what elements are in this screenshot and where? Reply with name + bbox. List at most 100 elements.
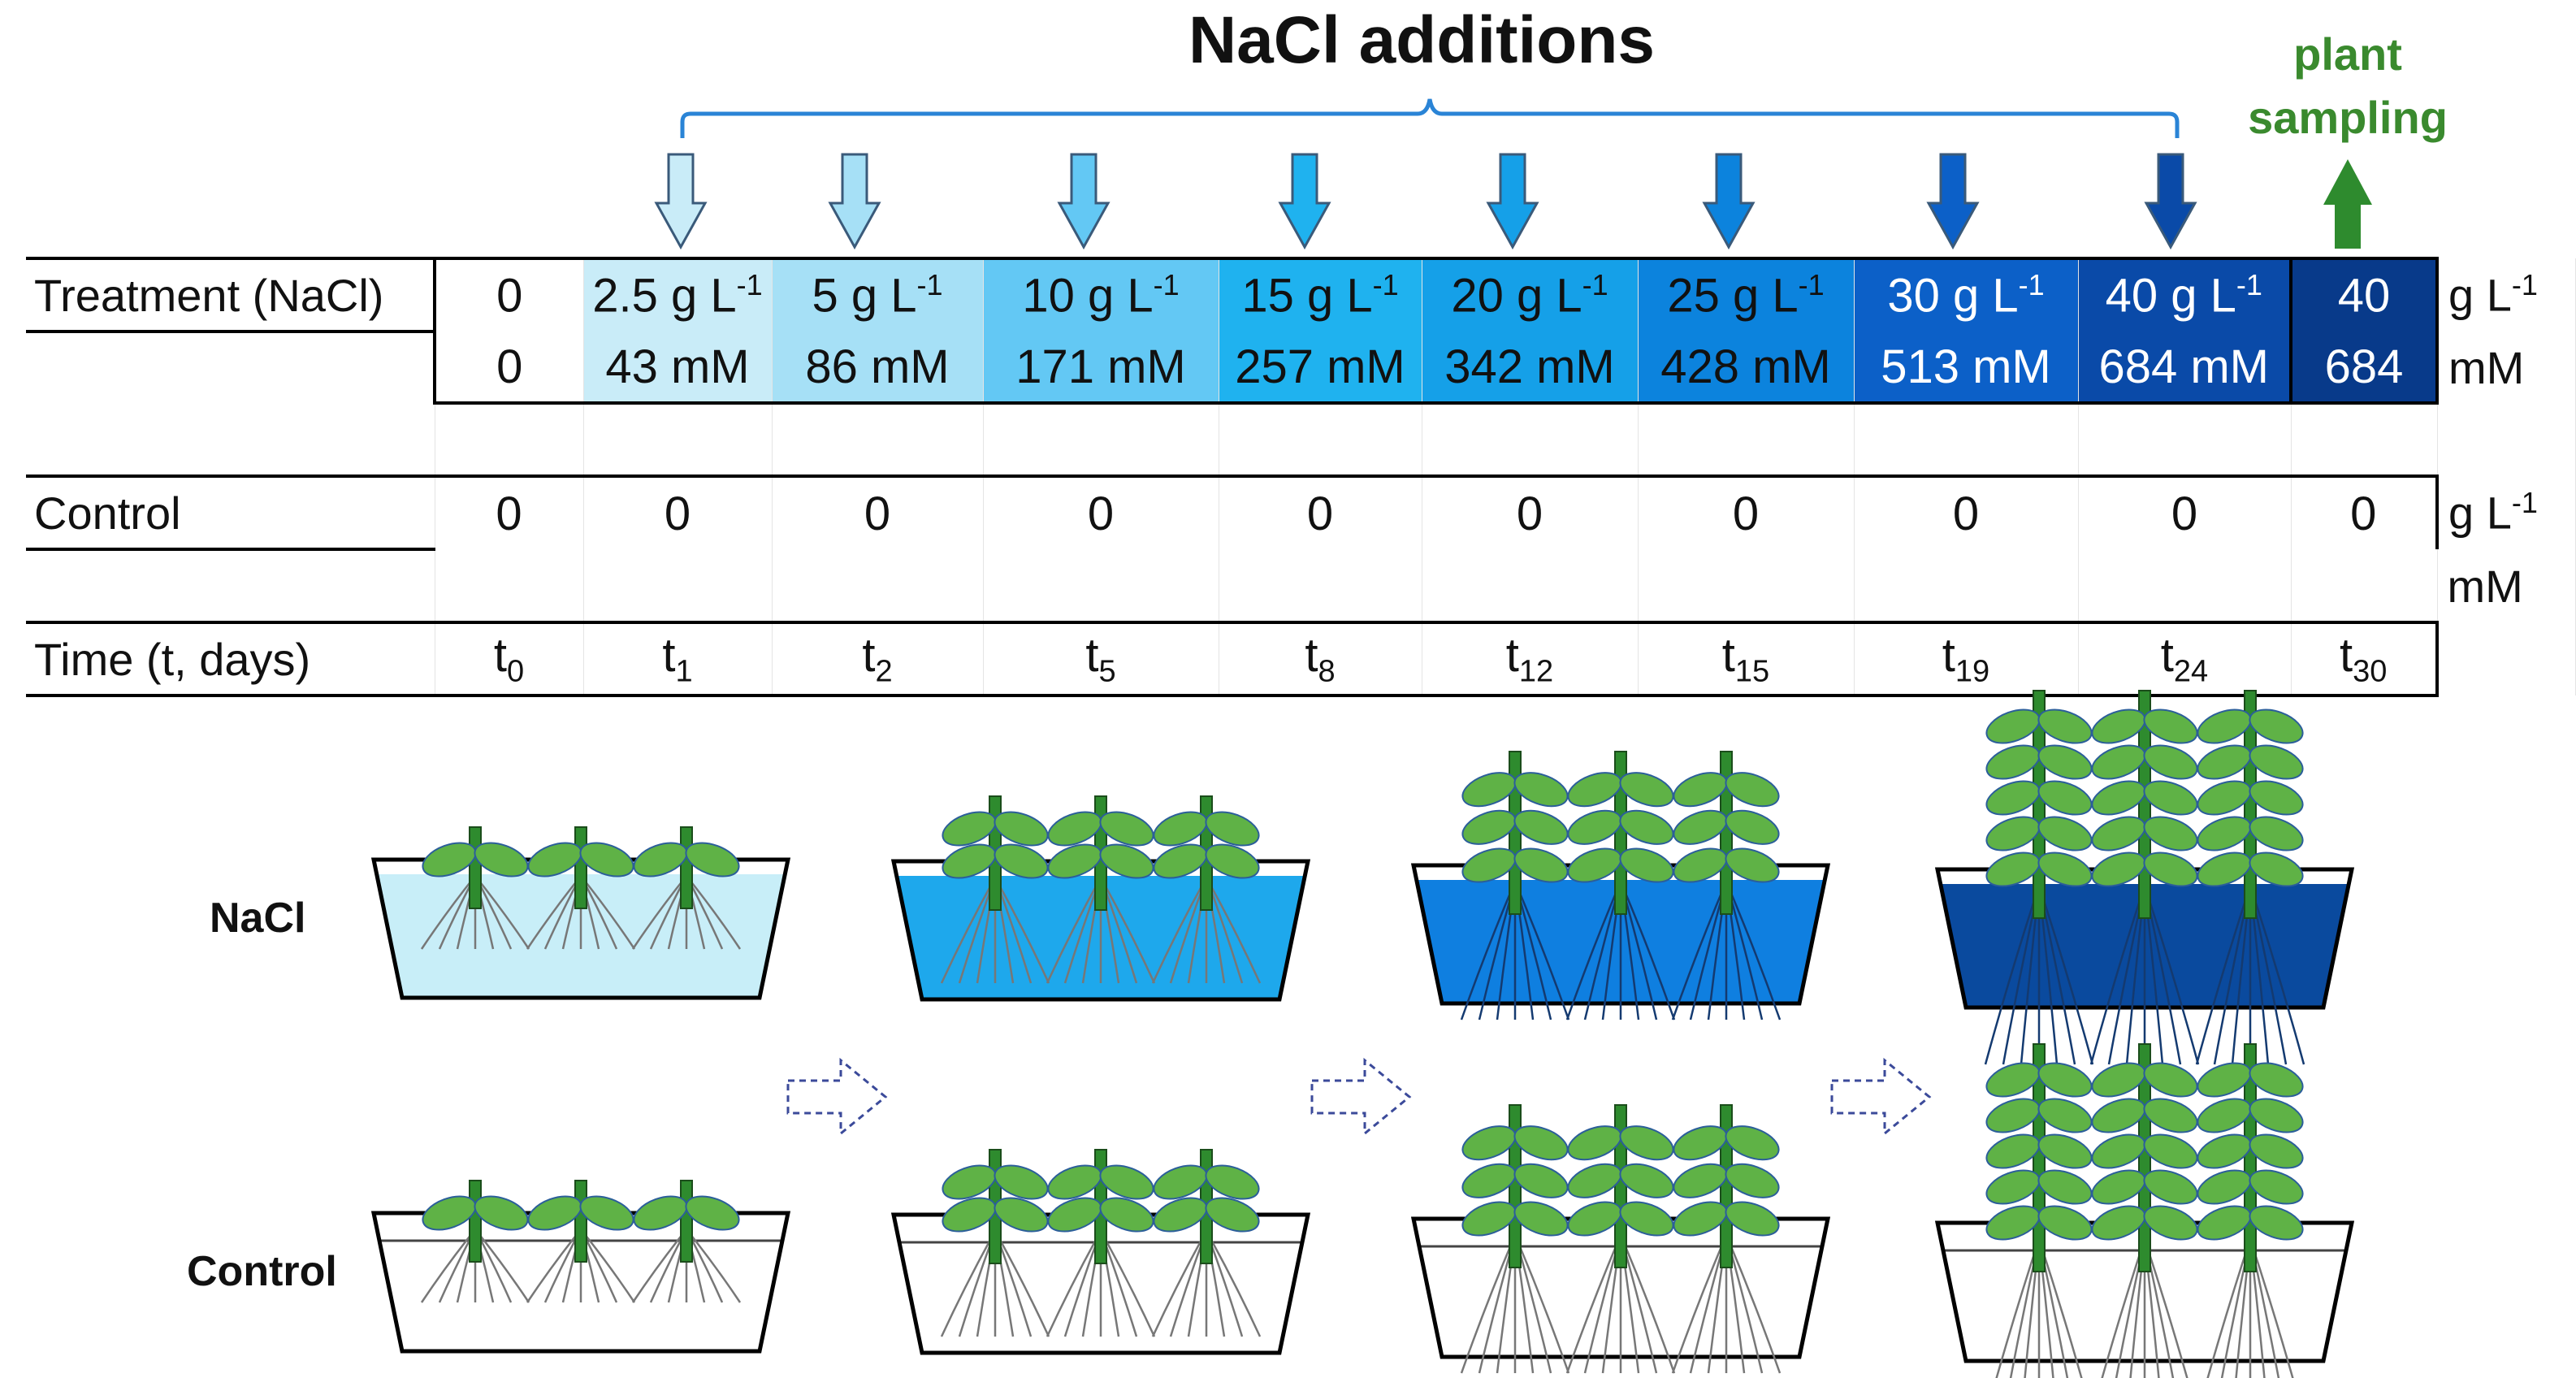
treatment-mm-cell: 171 mM: [983, 332, 1219, 405]
control-cell: 0: [983, 474, 1219, 549]
plant-icon: [940, 795, 1050, 984]
treatment-gl-cell: 2.5 g L-1: [583, 257, 773, 332]
addition-arrow-icon: [654, 153, 708, 250]
empty-unit: [2437, 622, 2576, 696]
addition-arrow-icon: [1278, 153, 1331, 250]
plant-icon: [420, 1180, 530, 1303]
control-tray: [1410, 1104, 1831, 1374]
plant-icon: [631, 826, 742, 950]
nacl-tray: [1410, 751, 1831, 1020]
control-tray: [1934, 1043, 2355, 1378]
control-cell: 0: [1422, 474, 1639, 549]
empty-label: [26, 548, 435, 622]
addition-arrow-icon: [2144, 153, 2197, 250]
plant-icon: [1046, 1149, 1156, 1337]
time-cell: t8: [1219, 621, 1422, 697]
control-cell: 0: [1638, 474, 1855, 549]
plant-icon: [1984, 690, 2094, 1065]
treatment-mm-cell: 428 mM: [1638, 332, 1855, 405]
time-cell: t30: [2291, 621, 2439, 697]
plant-icon: [1151, 795, 1262, 984]
plant-icon: [2197, 1043, 2304, 1378]
plant-icon: [2195, 690, 2305, 1065]
treatment-mm-cell: 86 mM: [772, 332, 984, 405]
treatment-mm-cell: 513 mM: [1854, 332, 2079, 405]
treatment-mm-cell: 43 mM: [583, 332, 773, 405]
treatment-gl-row: Treatment (NaCl) 0 2.5 g L-1 5 g L-1 10 …: [26, 257, 2576, 333]
time-cell: t19: [1854, 621, 2079, 697]
treatment-mm-cell: 342 mM: [1422, 332, 1639, 405]
plant-icon: [1460, 751, 1570, 1020]
plant-icon: [1460, 1104, 1570, 1374]
plant-icon: [1671, 1104, 1782, 1374]
treatment-mm-row: 0 43 mM 86 mM 171 mM 257 mM 342 mM 428 m…: [26, 332, 2576, 405]
nacl-addition-arrows: [654, 98, 2372, 250]
time-cell: t5: [983, 621, 1219, 697]
empty-label: [26, 332, 435, 403]
time-row: Time (t, days) t0 t1 t2 t5 t8 t12 t15 t1…: [26, 621, 2576, 697]
control-cell: 0: [2078, 474, 2292, 549]
plant-icon: [526, 1180, 636, 1303]
control-mm-row: mM: [26, 548, 2576, 622]
treatment-mm-cell: 257 mM: [1219, 332, 1422, 405]
time-cell: t0: [435, 621, 584, 697]
plant-icon: [1046, 795, 1156, 984]
plant-icon: [420, 826, 530, 950]
treatment-label: Treatment (NaCl): [26, 257, 435, 333]
time-cell: t15: [1638, 621, 1855, 697]
spacer-row: [26, 403, 2576, 476]
plant-icon: [2089, 690, 2200, 1065]
plant-icon: [631, 1180, 742, 1303]
time-cell: t24: [2078, 621, 2292, 697]
control-cell: 0: [2291, 474, 2439, 549]
treatment-gl-cell: 0: [433, 257, 584, 332]
treatment-mm-cell: 684: [2289, 332, 2439, 405]
treatment-gl-cell: 20 g L-1: [1422, 257, 1639, 332]
nacl-tray: [890, 795, 1311, 1002]
unit-gl: g L-1: [2437, 258, 2576, 332]
time-label: Time (t, days): [26, 621, 435, 697]
control-row-label: Control: [187, 1248, 337, 1295]
addition-brace: [680, 98, 2180, 138]
progression-arrow-icon: [1830, 1057, 1932, 1137]
plant-icon: [1565, 1104, 1676, 1374]
unit-mm: mM: [2437, 549, 2576, 622]
plant-icon: [1671, 751, 1782, 1020]
unit-mm: mM: [2437, 332, 2576, 403]
treatment-gl-cell: 10 g L-1: [983, 257, 1219, 332]
addition-arrow-icon: [1702, 153, 1756, 250]
plant-icon: [1565, 751, 1676, 1020]
plant-sampling-line1: plant: [2293, 28, 2402, 80]
control-gl-row: Control 0 0 0 0 0 0 0 0 0 0 g L-1: [26, 474, 2576, 549]
control-cell: 0: [772, 474, 984, 549]
treatment-gl-cell: 40: [2289, 257, 2439, 332]
plant-icon: [1985, 1043, 2093, 1378]
plant-icon: [940, 1149, 1050, 1337]
time-cell: t2: [772, 621, 984, 697]
plant-sampling-label: plant sampling: [2177, 23, 2518, 150]
nacl-tray: [1934, 690, 2355, 1065]
diagram-title: NaCl additions: [1188, 3, 1656, 77]
control-cell: 0: [1854, 474, 2079, 549]
control-cell: 0: [435, 474, 584, 549]
addition-arrow-icon: [1926, 153, 1980, 250]
plant-sampling-line2: sampling: [2248, 92, 2448, 143]
time-cell: t1: [583, 621, 773, 697]
time-cell: t12: [1422, 621, 1639, 697]
plant-icon: [1151, 1149, 1262, 1337]
treatment-gl-cell: 15 g L-1: [1219, 257, 1422, 332]
treatment-mm-cell: 684 mM: [2078, 332, 2292, 405]
control-cell: 0: [583, 474, 773, 549]
control-cell: 0: [1219, 474, 1422, 549]
plant-icon: [2091, 1043, 2198, 1378]
treatment-mm-cell: 0: [433, 332, 584, 405]
plant-icon: [526, 826, 636, 950]
schedule-table: Treatment (NaCl) 0 2.5 g L-1 5 g L-1 10 …: [26, 257, 2576, 697]
sampling-arrow-icon: [2323, 159, 2372, 249]
nacl-tray: [370, 826, 791, 1000]
treatment-gl-cell: 30 g L-1: [1854, 257, 2079, 332]
unit-gl: g L-1: [2437, 476, 2576, 549]
addition-arrow-icon: [1486, 153, 1539, 250]
treatment-gl-cell: 25 g L-1: [1638, 257, 1855, 332]
